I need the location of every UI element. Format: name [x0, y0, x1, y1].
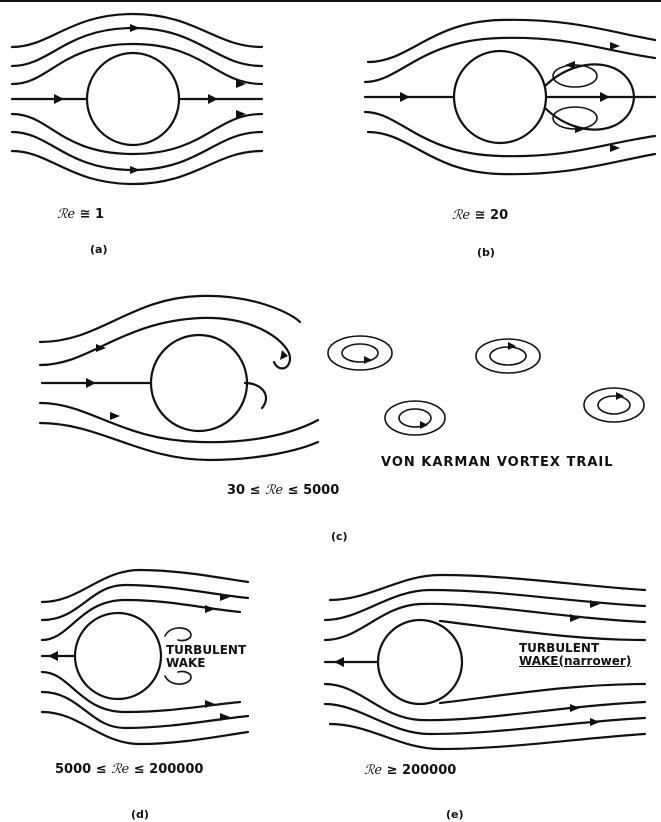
reynolds-symbol: ℛe	[111, 762, 129, 777]
panel-b-arrowhead	[575, 125, 585, 133]
panel-e-arrowhead	[570, 614, 580, 622]
panel-d-wake-label: TURBULENT WAKE	[166, 644, 246, 670]
panel-d-arrowhead	[48, 651, 58, 661]
panel-c-cylinder	[151, 335, 247, 431]
panel-a-arrowhead	[130, 24, 140, 32]
panel-e-condition: ℛe ≥ 200000	[364, 763, 456, 778]
panel-a-streamline	[12, 44, 262, 84]
panel-a-arrowhead	[130, 166, 140, 174]
reynolds-symbol: ℛe	[265, 483, 283, 498]
panel-b-arrowhead	[400, 92, 410, 102]
panel-c-vortex	[385, 401, 445, 435]
panel-c-label: (c)	[331, 530, 348, 543]
panel-c-streamline	[40, 403, 318, 442]
condition-value: ≅ 20	[475, 208, 509, 223]
panel-e-streamline	[330, 724, 645, 749]
panel-a-streamline	[12, 28, 262, 66]
panel-e-wake-label: TURBULENT WAKE(narrower)	[519, 642, 631, 668]
wake-line2: WAKE	[166, 657, 246, 670]
panel-a-condition: ℛe ≅ 1	[57, 207, 104, 222]
panel-c-vortex	[584, 388, 644, 422]
panel-d-arrowhead	[205, 605, 215, 613]
panel-a-cylinder	[87, 53, 179, 145]
panel-a-arrowhead	[54, 94, 64, 104]
panel-e-streamline	[330, 575, 645, 600]
reynolds-symbol: ℛe	[57, 207, 75, 222]
panel-c-arrowhead	[280, 350, 288, 360]
panel-b-arrowhead	[565, 61, 575, 69]
panel-e-arrowhead	[334, 657, 344, 667]
panel-e-wake-boundary	[440, 684, 645, 703]
panel-a-arrowhead	[208, 94, 218, 104]
reynolds-symbol: ℛe	[364, 763, 382, 778]
panel-e-label: (e)	[446, 808, 464, 821]
panel-a-streamline	[12, 132, 262, 170]
condition-value: ≤ 5000	[288, 483, 340, 498]
condition-prefix: 5000 ≤	[55, 762, 111, 777]
panel-d-streamline	[42, 585, 248, 620]
panel-e-streamline	[325, 684, 645, 720]
panel-c-condition: 30 ≤ ℛe ≤ 5000	[227, 483, 339, 498]
panel-c-streamline	[40, 318, 290, 369]
panel-b-diagram	[365, 20, 655, 174]
panel-d-eddy	[165, 628, 191, 641]
panel-a-diagram	[12, 14, 262, 184]
panel-e-cylinder	[378, 620, 462, 704]
condition-prefix: 30 ≤	[227, 483, 265, 498]
panel-b-label: (b)	[477, 246, 495, 259]
reynolds-symbol: ℛe	[452, 208, 470, 223]
condition-value: ≤ 200000	[134, 762, 204, 777]
panel-c-vortex	[476, 339, 540, 373]
panel-d-cylinder	[75, 613, 161, 699]
panel-d-streamline	[42, 692, 248, 728]
panel-a-streamline	[12, 151, 262, 184]
panel-c-diagram	[40, 296, 644, 460]
panel-b-condition: ℛe ≅ 20	[452, 208, 508, 223]
panel-b-streamline	[368, 132, 655, 174]
panel-c-streamline	[40, 296, 300, 342]
panel-b-cylinder	[454, 51, 546, 143]
panel-e-wake-boundary	[440, 621, 645, 640]
panel-d-condition: 5000 ≤ ℛe ≤ 200000	[55, 762, 203, 777]
panel-d-arrowhead	[205, 700, 215, 708]
panel-b-arrowhead	[610, 42, 620, 50]
panel-e-streamline	[325, 704, 645, 734]
panel-a-streamline	[12, 14, 262, 47]
panel-a-label: (a)	[90, 243, 107, 256]
panel-d-eddy	[165, 671, 191, 684]
panel-c-streamline	[245, 383, 266, 408]
panel-a-streamline	[12, 114, 262, 154]
panel-e-arrowhead	[590, 718, 600, 726]
panel-e-streamline	[325, 604, 645, 640]
panel-c-arrowhead	[86, 378, 96, 388]
panel-d-label: (d)	[131, 808, 149, 821]
panel-e-arrowhead	[570, 704, 580, 712]
panel-c-arrowhead	[110, 412, 120, 420]
wake-line2: WAKE(narrower)	[519, 655, 631, 668]
panel-b-arrowhead	[600, 92, 610, 102]
condition-value: ≥ 200000	[387, 763, 457, 778]
panel-b-arrowhead	[610, 144, 620, 152]
panel-c-vortex	[328, 336, 392, 370]
panel-b-streamline	[368, 20, 655, 62]
condition-value: ≅ 1	[80, 207, 104, 222]
vortex-trail-caption: VON KARMAN VORTEX TRAIL	[381, 455, 614, 470]
